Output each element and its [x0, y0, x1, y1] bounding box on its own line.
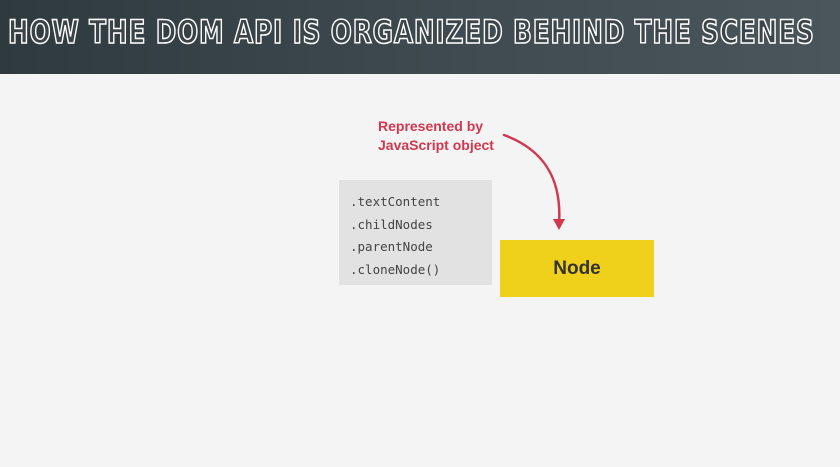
property-parent-node: .parentNode	[350, 239, 433, 254]
method-clone-node: .cloneNode()	[350, 261, 441, 277]
property-child-nodes: .childNodes	[350, 216, 433, 232]
property-text-content: .textContent	[350, 194, 441, 209]
annotation-line-2: JavaScript object	[378, 137, 494, 153]
annotation-label: Represented by JavaScript object	[378, 117, 494, 155]
properties-box: .textContent .childNodes .parentNode .cl…	[339, 180, 492, 285]
header-bar: HOW THE DOM API IS ORGANIZED BEHIND THE …	[0, 0, 840, 74]
node-box: Node	[500, 240, 654, 297]
node-label: Node	[553, 257, 601, 279]
arrow-curve	[502, 133, 561, 226]
annotation-line-1: Represented by	[378, 118, 484, 134]
slide-title: HOW THE DOM API IS ORGANIZED BEHIND THE …	[7, 12, 815, 52]
arrow-head	[553, 219, 565, 230]
